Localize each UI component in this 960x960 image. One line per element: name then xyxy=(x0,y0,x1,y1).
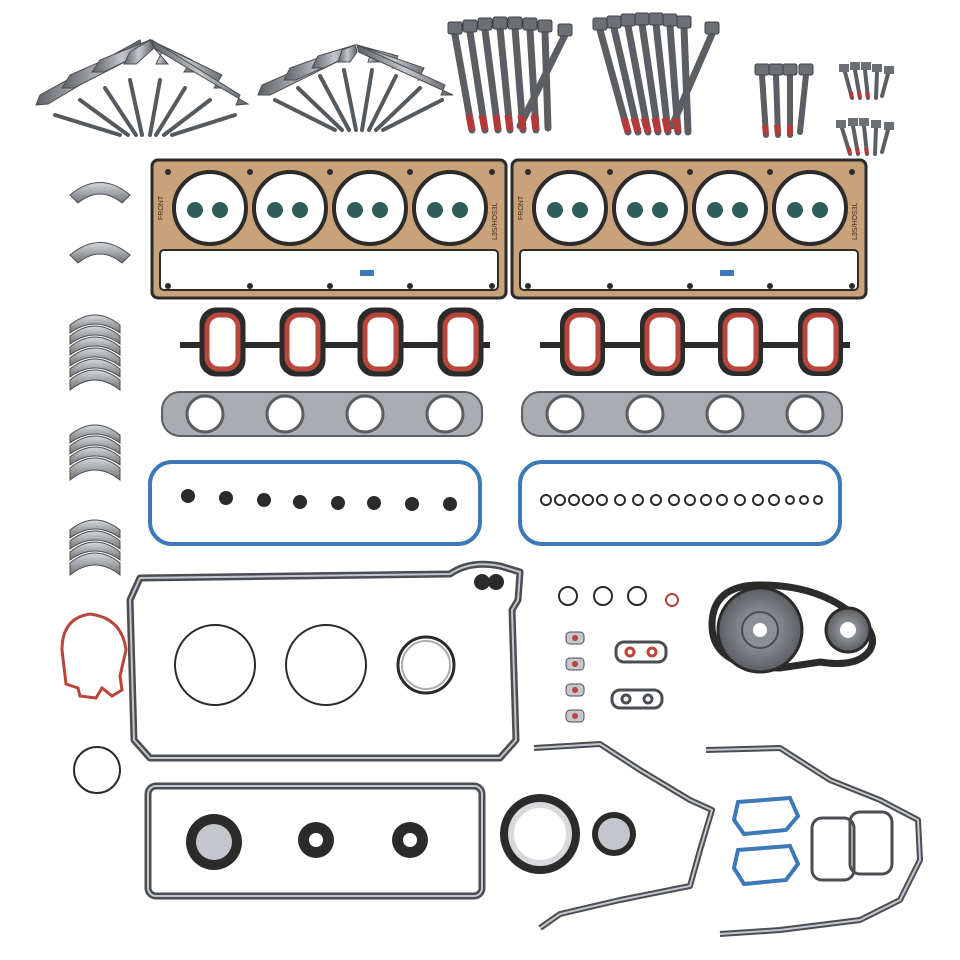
head-bolts-set-right xyxy=(592,12,720,136)
exhaust-valves-set xyxy=(257,44,454,132)
valve-cover-gasket-right xyxy=(518,460,842,546)
o-ring-icon xyxy=(73,746,121,794)
front-crank-seal xyxy=(592,812,636,856)
head-gasket-left: FRONT L3S/HOS3L xyxy=(150,158,508,300)
o-rings-row xyxy=(558,586,647,606)
o-ring-icon xyxy=(665,593,679,607)
water-pump-gaskets xyxy=(731,795,801,887)
short-bolts-set xyxy=(754,63,814,138)
gasket-front-label: FRONT xyxy=(518,195,525,220)
o-ring-set xyxy=(540,494,823,506)
egr-gaskets xyxy=(610,640,668,710)
gasket-front-label: FRONT xyxy=(158,195,165,220)
exhaust-gasket-left xyxy=(161,391,483,437)
seal-icon xyxy=(186,814,428,870)
head-gasket-right: FRONT L3S/HOS3L xyxy=(510,158,868,300)
valve-icon xyxy=(35,38,250,106)
gasket-part-label: L3S/HOS3L xyxy=(492,203,499,240)
rear-seal-housing-gasket xyxy=(60,612,128,700)
small-bolts-set-bottom xyxy=(836,118,894,156)
timing-chain-icon xyxy=(708,581,876,674)
exhaust-gasket-right xyxy=(521,391,843,437)
bearing-icon xyxy=(69,182,131,264)
small-seals-column xyxy=(565,631,585,723)
oil-pan-lower-gasket xyxy=(144,782,486,900)
valve-stem-seals xyxy=(181,489,457,511)
intake-valves-set xyxy=(35,38,250,137)
front-cover-gasket xyxy=(533,741,715,931)
o-ring-icon xyxy=(174,624,367,706)
intake-manifold-gasket-right xyxy=(540,308,850,376)
small-bolts-set-top xyxy=(839,62,894,100)
thrust-bearings xyxy=(69,182,131,264)
rear-cover-gasket xyxy=(705,745,923,937)
intake-manifold-gasket-left xyxy=(180,307,490,377)
head-bolts-set-left xyxy=(447,16,573,134)
rod-bearings-stack-1 xyxy=(69,424,121,482)
valve-cover-gasket-left xyxy=(148,460,482,546)
oil-pan-gasket xyxy=(126,560,524,762)
gasket-part-label: L3S/HOS3L xyxy=(852,203,859,240)
main-bearings-stack xyxy=(69,314,121,392)
rod-bearings-stack-2 xyxy=(69,519,121,577)
valve-icon xyxy=(257,44,454,96)
rear-main-seal xyxy=(500,794,580,874)
